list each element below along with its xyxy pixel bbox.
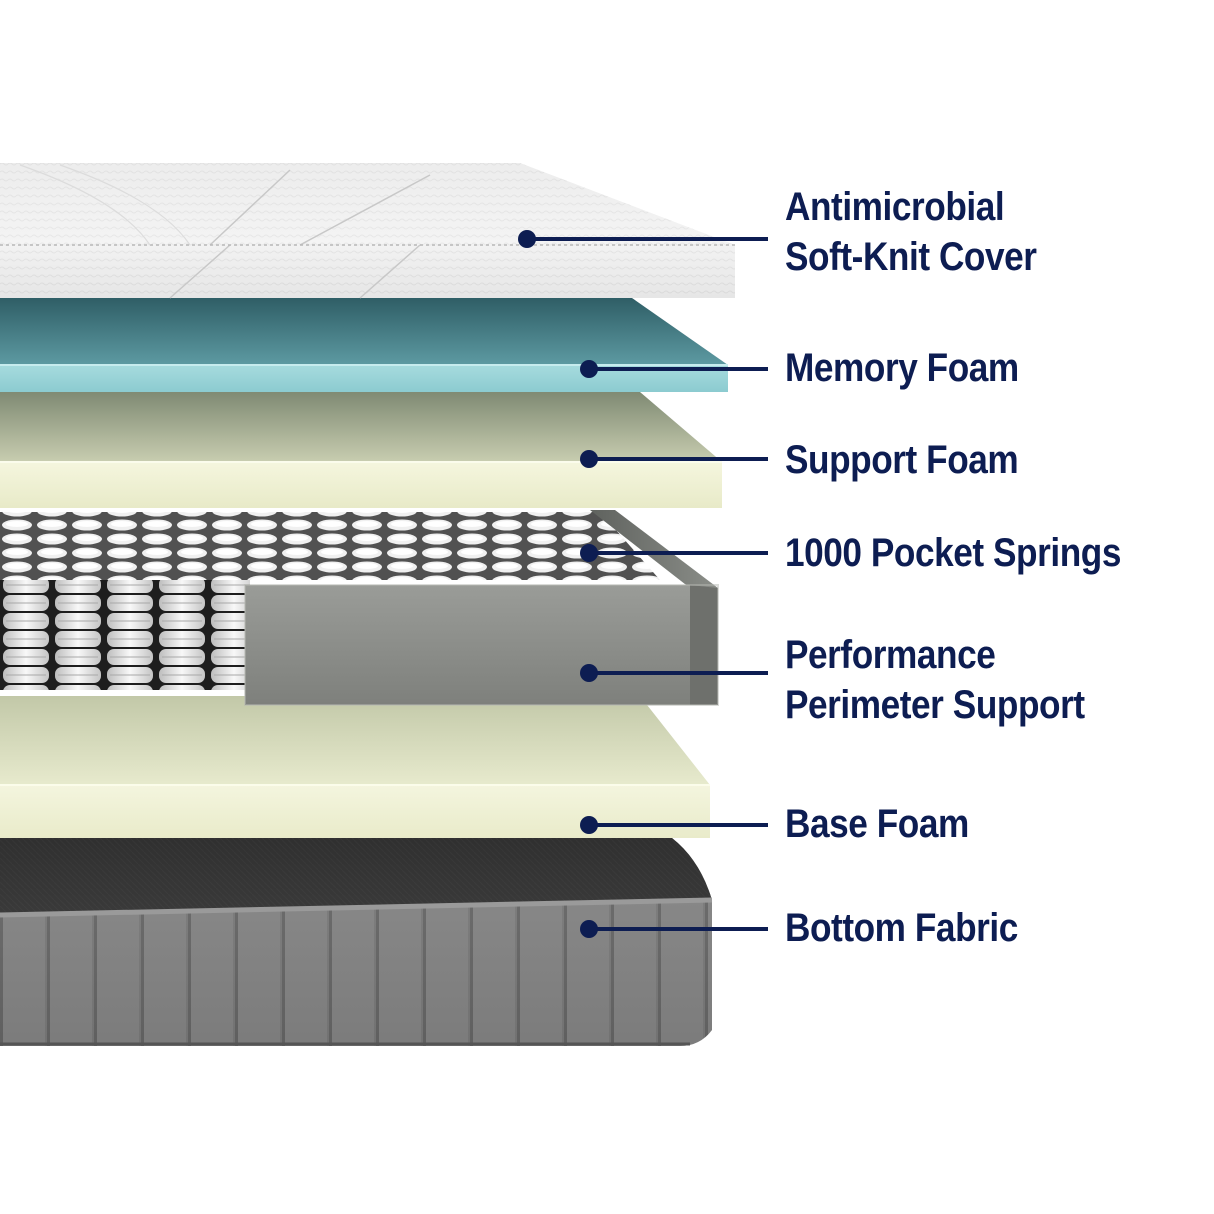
callout-cover bbox=[518, 230, 768, 248]
callout-perimeter bbox=[580, 664, 768, 682]
label-bottom-fabric: Bottom Fabric bbox=[785, 903, 1018, 953]
label-base-foam-text: Base Foam bbox=[785, 802, 969, 846]
support-foam-layer bbox=[0, 392, 722, 508]
label-base-foam: Base Foam bbox=[785, 799, 969, 849]
label-pocket-springs: 1000 Pocket Springs bbox=[785, 528, 1121, 578]
label-cover: Antimicrobial Soft-Knit Cover bbox=[785, 182, 1037, 282]
label-memory-foam: Memory Foam bbox=[785, 343, 1019, 393]
pocket-springs-layer bbox=[0, 512, 660, 690]
label-support-foam-text: Support Foam bbox=[785, 438, 1019, 482]
cover-layer bbox=[0, 163, 735, 299]
callout-memory-foam bbox=[580, 360, 768, 378]
callout-support-foam bbox=[580, 450, 768, 468]
callout-base-foam bbox=[580, 816, 768, 834]
label-cover-line-1: Antimicrobial bbox=[785, 185, 1005, 229]
callout-bottom-fabric bbox=[580, 920, 768, 938]
label-perimeter-line-2: Perimeter Support bbox=[785, 683, 1085, 727]
label-memory-foam-text: Memory Foam bbox=[785, 346, 1019, 390]
label-support-foam: Support Foam bbox=[785, 435, 1019, 485]
callout-pocket-springs bbox=[580, 544, 768, 562]
label-perimeter-line-1: Performance bbox=[785, 633, 996, 677]
label-perimeter: Performance Perimeter Support bbox=[785, 630, 1085, 730]
label-cover-line-2: Soft-Knit Cover bbox=[785, 235, 1037, 279]
label-bottom-fabric-text: Bottom Fabric bbox=[785, 906, 1018, 950]
bottom-fabric-layer bbox=[0, 838, 713, 1046]
memory-foam-layer bbox=[0, 298, 728, 392]
label-pocket-springs-text: 1000 Pocket Springs bbox=[785, 531, 1121, 575]
base-foam-layer bbox=[0, 696, 710, 838]
